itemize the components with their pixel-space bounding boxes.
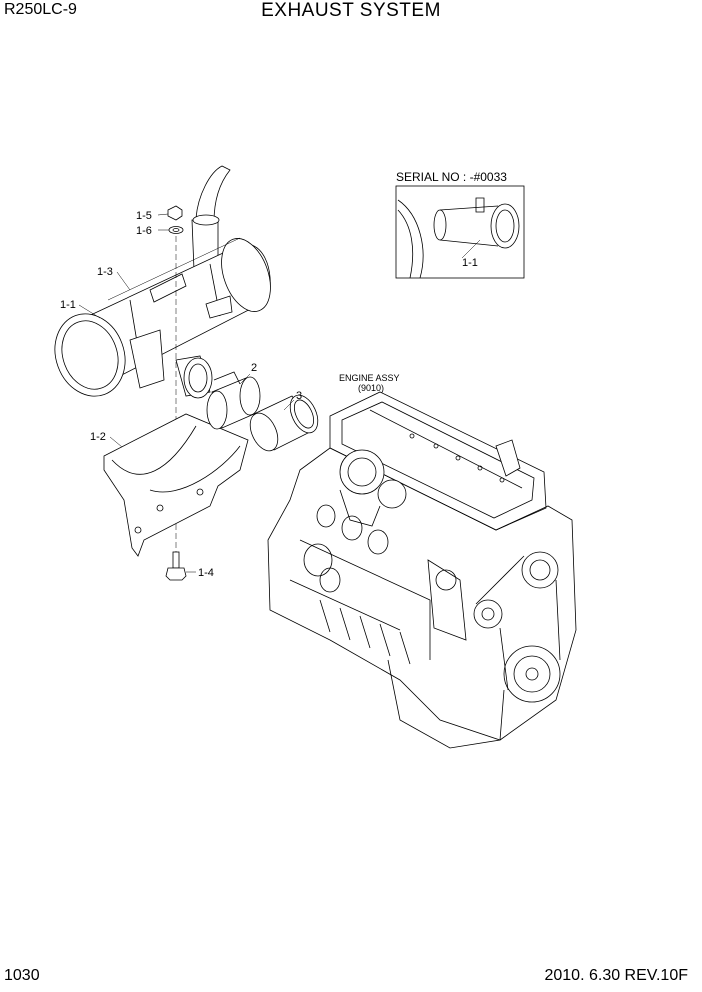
page-title: EXHAUST SYSTEM xyxy=(261,0,441,21)
serial-inset: SERIAL NO : -#0033 1-1 xyxy=(395,170,525,279)
oil-pan xyxy=(387,659,505,749)
model-number: R250LC-9 xyxy=(4,1,77,18)
engine-assy-ref: (9010) xyxy=(358,383,384,393)
washer-1-6 xyxy=(168,226,184,234)
drive-belt xyxy=(475,555,561,691)
muffler-assembly xyxy=(54,165,271,560)
tail-pipe xyxy=(195,165,231,223)
muffler-inlet-end xyxy=(54,313,126,397)
serial-inset-heading: SERIAL NO : -#0033 xyxy=(396,170,507,184)
fan-pulley xyxy=(521,551,559,589)
callout-1-3: 1-3 xyxy=(97,266,113,278)
serial-inset-frame xyxy=(395,185,525,279)
callout-1-1: 1-1 xyxy=(60,299,76,311)
date-revision: 2010. 6.30 REV.10F xyxy=(544,967,688,984)
bracket-1-2 xyxy=(103,413,249,557)
page-number: 1030 xyxy=(4,967,40,984)
inset-pipe-end xyxy=(490,203,520,249)
bolt-1-4 xyxy=(165,551,187,581)
callout-3: 3 xyxy=(296,390,302,402)
clamp-2 xyxy=(206,371,261,430)
serial-inset-callout: 1-1 xyxy=(462,257,478,269)
inset-muffler-edge xyxy=(397,199,424,279)
pipe-3 xyxy=(249,394,319,452)
engine-assy-label: ENGINE ASSY xyxy=(339,373,400,383)
leader-lines xyxy=(78,213,295,573)
crank-pulley xyxy=(503,645,561,703)
callout-1-4: 1-4 xyxy=(198,567,214,579)
callout-1-5: 1-5 xyxy=(136,210,152,222)
turbocharger xyxy=(339,449,385,495)
nut-1-5 xyxy=(167,205,183,221)
inset-outlet-pipe xyxy=(439,205,499,247)
callout-1-6: 1-6 xyxy=(136,225,152,237)
alternator-pulley xyxy=(473,599,503,629)
callout-1-2: 1-2 xyxy=(90,431,106,443)
callout-2: 2 xyxy=(251,362,257,374)
engine-assembly xyxy=(267,391,577,749)
